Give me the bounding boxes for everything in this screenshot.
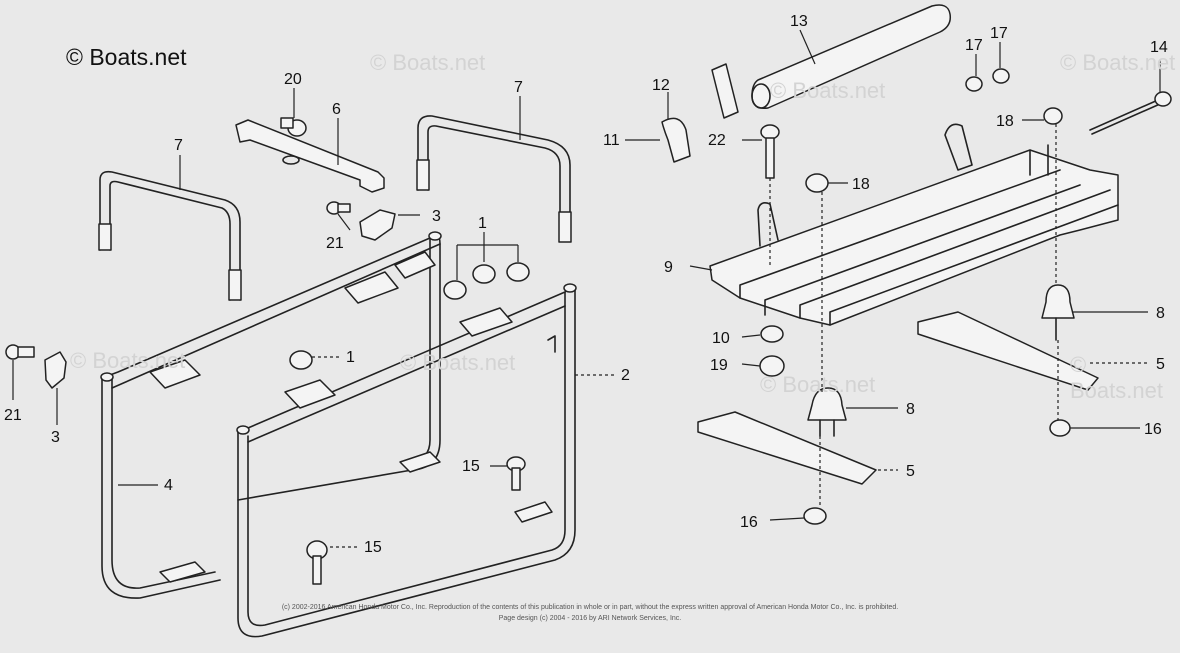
grommet-part-1-mid bbox=[289, 350, 313, 370]
callout-4: 4 bbox=[164, 477, 173, 494]
callout-12: 12 bbox=[652, 77, 670, 94]
callout-8-right: 8 bbox=[1156, 305, 1165, 322]
bolt-part-15-low bbox=[306, 540, 328, 585]
base-frame-part-9 bbox=[709, 123, 1119, 326]
callout-21-top: 21 bbox=[326, 235, 344, 252]
callout-labels: 20 6 7 7 21 3 1 1 2 4 21 3 15 15 12 11 2… bbox=[4, 13, 1168, 556]
copyright-notice: (c) 2002-2016 American Honda Motor Co., … bbox=[281, 604, 899, 611]
callout-8-low: 8 bbox=[906, 401, 915, 418]
callout-16-right: 16 bbox=[1144, 421, 1162, 438]
watermark-ghost: © Boats.net bbox=[400, 350, 516, 375]
nut-part-16-low bbox=[803, 507, 827, 525]
callout-7-right: 7 bbox=[514, 79, 523, 96]
callout-13: 13 bbox=[790, 13, 808, 30]
callout-3-left: 3 bbox=[51, 429, 60, 446]
plate-part-5-low bbox=[697, 411, 877, 485]
frame-part-2 bbox=[100, 231, 577, 638]
callout-1-mid: 1 bbox=[346, 349, 355, 366]
strap-part-12 bbox=[711, 63, 739, 119]
handle-part-7-left bbox=[98, 170, 242, 301]
assembly-guide-lines bbox=[769, 124, 1059, 508]
callout-5-low: 5 bbox=[906, 463, 915, 480]
knob-part-21-left bbox=[5, 344, 35, 360]
callout-18-top: 18 bbox=[996, 113, 1014, 130]
callout-16-low: 16 bbox=[740, 514, 758, 531]
bracket-part-6 bbox=[235, 119, 385, 193]
callout-6: 6 bbox=[332, 101, 341, 118]
nut-part-18-mid bbox=[805, 173, 829, 193]
handle-part-7-right bbox=[416, 115, 572, 243]
callout-15-right: 15 bbox=[462, 458, 480, 475]
callout-19: 19 bbox=[710, 357, 728, 374]
callout-5-right: 5 bbox=[1156, 356, 1165, 373]
callout-20: 20 bbox=[284, 71, 302, 88]
callout-11: 11 bbox=[603, 132, 620, 149]
grommets-part-1-top bbox=[443, 262, 530, 300]
plate-part-5-right bbox=[917, 311, 1099, 391]
watermark-main: © Boats.net bbox=[66, 44, 187, 70]
knob-part-21-top bbox=[326, 201, 351, 215]
callout-9: 9 bbox=[664, 259, 673, 276]
clip-part-3-left bbox=[44, 351, 67, 389]
callout-22: 22 bbox=[708, 132, 726, 149]
leader-lines bbox=[12, 29, 1161, 548]
callout-18-mid: 18 bbox=[852, 176, 870, 193]
watermark-ghost: © Boats.net bbox=[760, 372, 876, 397]
callout-3-top: 3 bbox=[432, 208, 441, 225]
callout-2: 2 bbox=[621, 367, 630, 384]
watermark-ghost: © Boats.net bbox=[770, 78, 886, 103]
callout-21-left: 21 bbox=[4, 407, 22, 424]
watermark-ghost: © Boats.net bbox=[370, 50, 486, 75]
clamp-part-11 bbox=[661, 117, 691, 163]
nut-part-18-top bbox=[1043, 107, 1063, 125]
watermark-ghost: © Boats.net bbox=[70, 348, 186, 373]
page-design-notice: Page design (c) 2004 - 2016 by ARI Netwo… bbox=[498, 615, 682, 622]
nuts-part-17 bbox=[965, 68, 1010, 92]
frame-assembly bbox=[5, 115, 577, 638]
clip-part-3-top bbox=[359, 209, 396, 241]
bolt-part-14 bbox=[1089, 91, 1172, 135]
pipe-part-13 bbox=[751, 4, 952, 109]
bolt-part-15-right bbox=[506, 456, 526, 491]
watermark-ghost: © Boats.net bbox=[1070, 352, 1163, 403]
mount-part-8-low bbox=[807, 387, 847, 437]
callout-17-b: 17 bbox=[990, 25, 1008, 42]
mount-part-8-right bbox=[1041, 284, 1075, 341]
callout-15-low: 15 bbox=[364, 539, 382, 556]
callout-10: 10 bbox=[712, 330, 730, 347]
callout-14: 14 bbox=[1150, 39, 1168, 56]
bolt-part-22 bbox=[760, 124, 780, 179]
knob-part-20 bbox=[280, 117, 307, 137]
watermark-ghost: © Boats.net bbox=[1060, 50, 1176, 75]
callout-17-a: 17 bbox=[965, 37, 983, 54]
mount-assembly bbox=[661, 4, 1172, 525]
callout-7-left: 7 bbox=[174, 137, 183, 154]
frame-brackets bbox=[149, 251, 556, 583]
washer-part-10 bbox=[760, 325, 784, 343]
nut-part-16-right bbox=[1049, 419, 1071, 437]
callout-1-top: 1 bbox=[478, 215, 487, 232]
